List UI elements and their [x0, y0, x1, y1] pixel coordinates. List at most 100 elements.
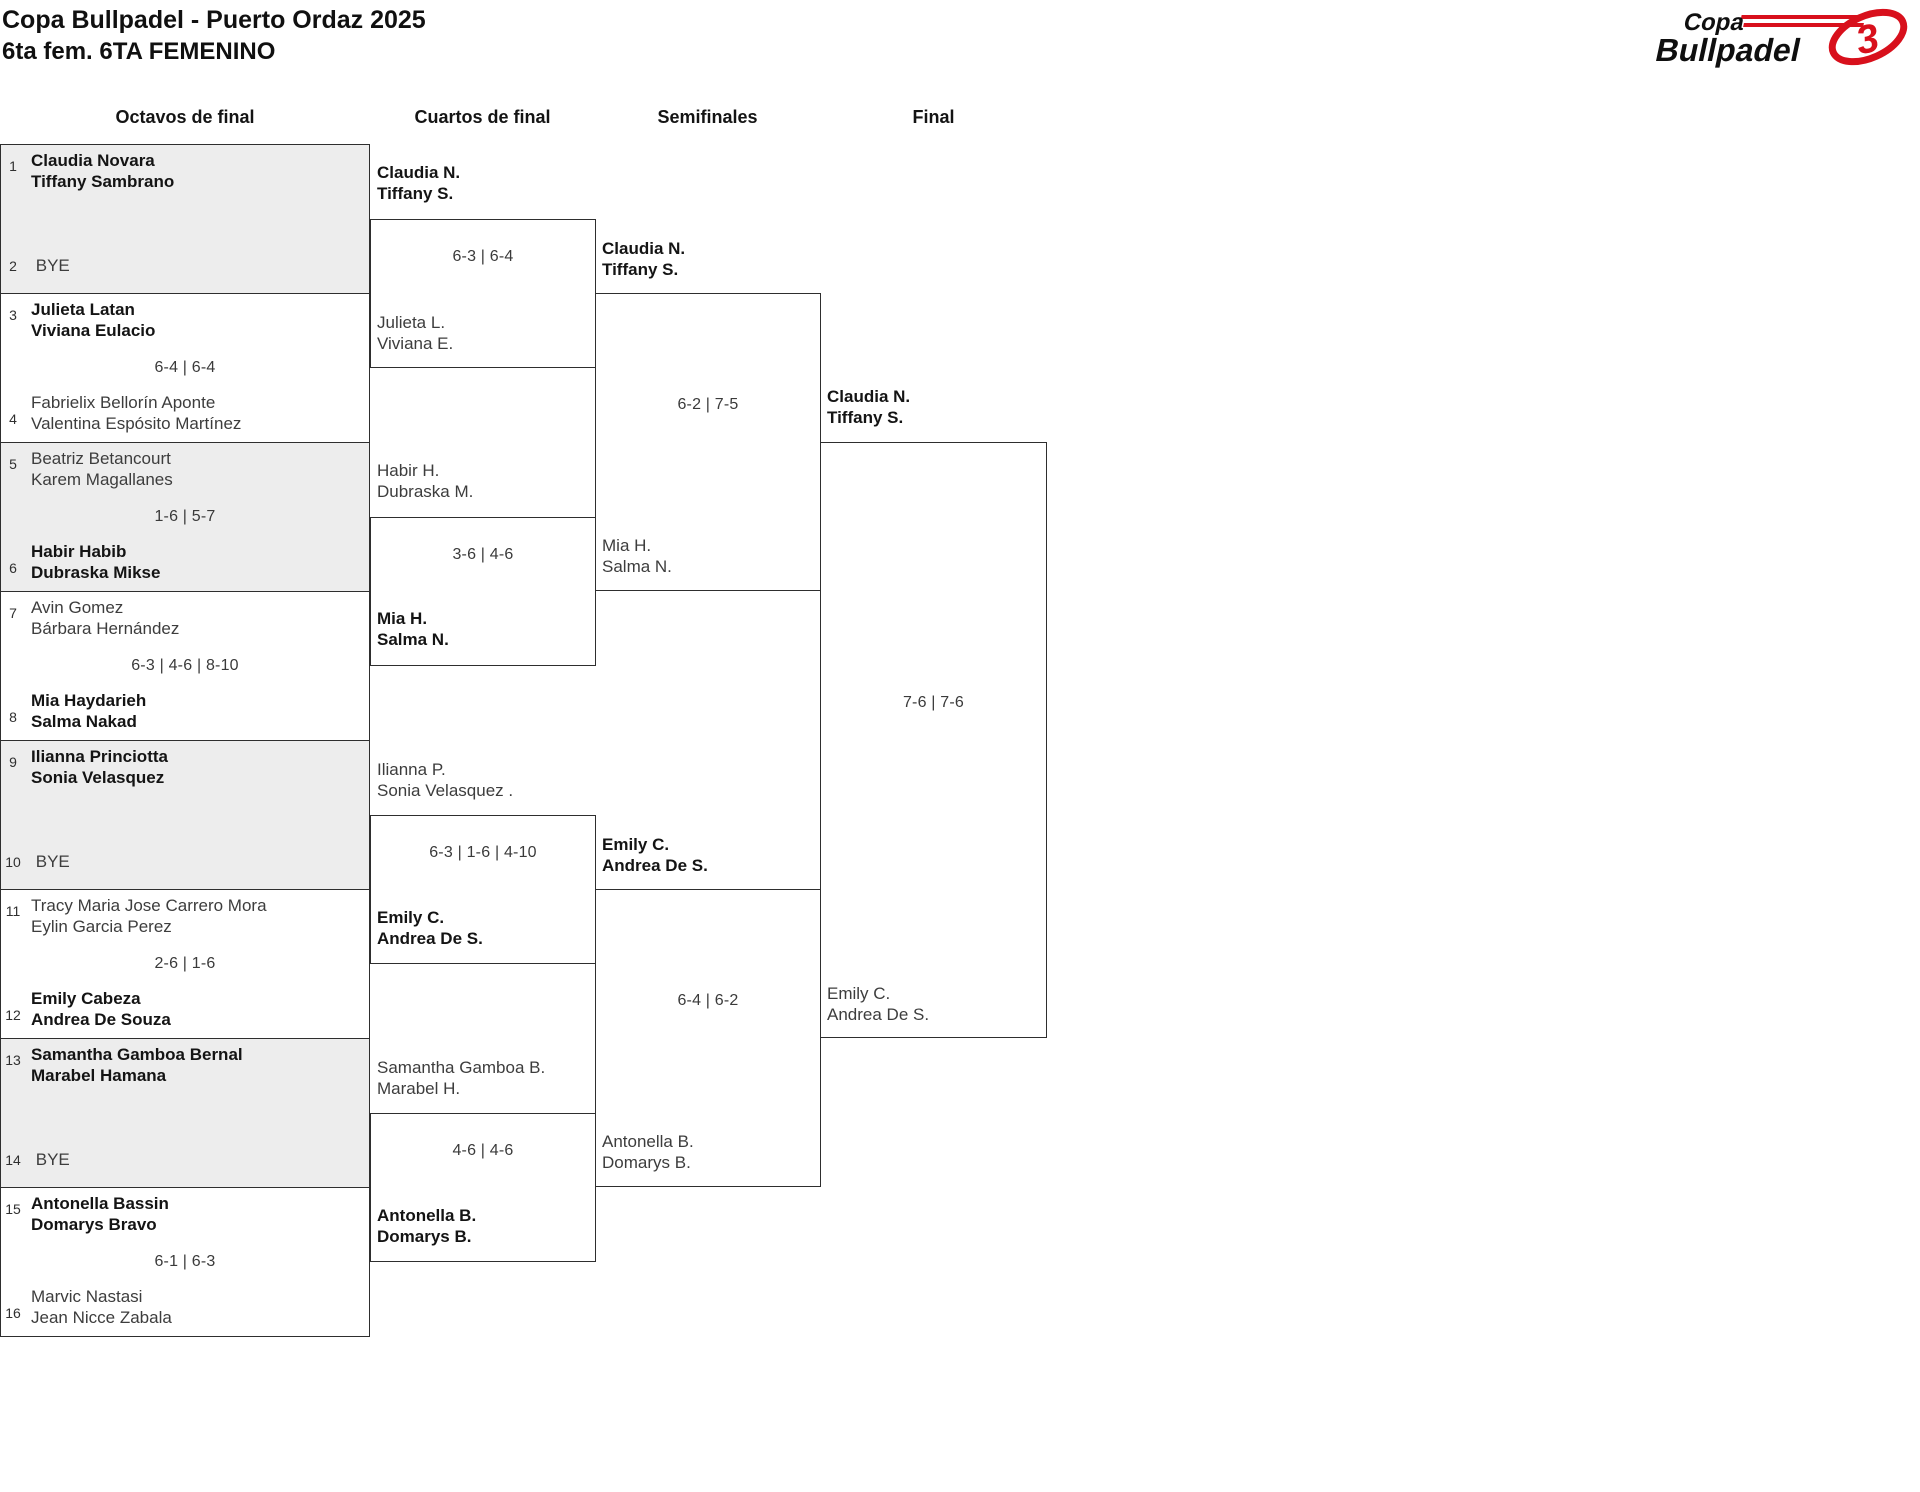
team-player-1: Antonella B. — [377, 1206, 477, 1225]
round-header-final: Final — [912, 107, 955, 127]
seed-number: 6 — [9, 560, 17, 576]
seed-number: 5 — [9, 456, 17, 472]
team-player-2: Viviana E. — [377, 334, 454, 353]
round-header-cuartos: Cuartos de final — [414, 107, 551, 127]
logo-graphic: Copa Bullpadel 3 — [1652, 8, 1908, 68]
seed-number: 15 — [5, 1201, 21, 1217]
finalist-team-label: Claudia N. Tiffany S. — [827, 386, 910, 428]
team-player-1: Claudia N. — [602, 239, 686, 258]
team-names: Antonella Bassin Domarys Bravo — [31, 1193, 169, 1235]
seed-number: 8 — [9, 709, 17, 725]
advancing-team-label: Ilianna P. Sonia Velasquez . — [377, 759, 513, 801]
advancing-team-label: Samantha Gamboa B. Marabel H. — [377, 1057, 545, 1099]
logo-emblem — [1828, 8, 1908, 66]
team-names: Samantha Gamboa Bernal Marabel Hamana — [31, 1044, 243, 1086]
team-player-1: Beatriz Betancourt — [31, 449, 171, 468]
advancing-team-label: Claudia N. Tiffany S. — [602, 238, 685, 280]
advancing-team-label: Emily C. Andrea De S. — [602, 834, 708, 876]
team-player-1: Emily C. — [377, 908, 445, 927]
seed-number: 4 — [9, 411, 17, 427]
bye-label: BYE — [35, 1150, 70, 1169]
quarterfinal-match-2: 3-6 | 4-6 — [370, 517, 596, 666]
team-player-1: Julieta L. — [377, 313, 446, 332]
seed-number: 7 — [9, 605, 17, 621]
bye-label: BYE — [35, 256, 70, 275]
match-score: 6-1 | 6-3 — [154, 1253, 216, 1270]
seed-number: 2 — [9, 258, 17, 274]
team-player-2: Domarys Bravo — [31, 1215, 157, 1234]
team-player-1: Antonella B. — [602, 1132, 694, 1151]
team-player-1: Mia Haydarieh — [31, 691, 147, 710]
match-score: 6-3 | 6-4 — [452, 247, 514, 265]
team-player-1: Antonella Bassin — [31, 1194, 169, 1213]
team-player-1: Fabrielix Bellorín Aponte — [31, 393, 216, 412]
match-score: 3-6 | 4-6 — [452, 545, 514, 563]
octavos-match-5: 9 Ilianna Princiotta Sonia Velasquez 10 … — [0, 740, 370, 890]
team-player-1: Marvic Nastasi — [31, 1287, 143, 1306]
octavos-match-2: 3 Julieta Latan Viviana Eulacio 6-4 | 6-… — [0, 293, 370, 443]
team-player-2: Dubraska Mikse — [31, 563, 161, 582]
team-player-2: Sonia Velasquez — [31, 768, 165, 787]
team-player-1: Claudia N. — [827, 387, 911, 406]
team-player-2: Andrea De Souza — [31, 1010, 171, 1029]
seed-number: 16 — [5, 1305, 21, 1321]
team-player-2: Tiffany S. — [602, 260, 679, 279]
match-score: 6-4 | 6-2 — [677, 992, 739, 1009]
seed-number: 12 — [5, 1007, 21, 1023]
team-player-2: Salma N. — [602, 557, 672, 576]
page-header: Copa Bullpadel - Puerto Ordaz 2025 6ta f… — [2, 5, 426, 67]
category-subtitle: 6ta fem. 6TA FEMENINO — [2, 38, 276, 65]
team-player-2: Eylin Garcia Perez — [31, 917, 172, 936]
octavos-match-3: 5 Beatriz Betancourt Karem Magallanes 1-… — [0, 442, 370, 592]
team-names: Marvic Nastasi Jean Nicce Zabala — [31, 1286, 172, 1328]
advancing-team-label: Antonella B. Domarys B. — [602, 1131, 694, 1173]
seed-number: 1 — [9, 158, 17, 174]
team-player-1: Mia H. — [377, 609, 428, 628]
team-player-2: Dubraska M. — [377, 482, 474, 501]
team-player-1: Emily C. — [827, 984, 891, 1003]
team-player-2: Salma N. — [377, 630, 449, 649]
team-names: Julieta Latan Viviana Eulacio — [31, 299, 155, 341]
round-header-octavos: Octavos de final — [115, 107, 255, 127]
octavos-match-7: 13 Samantha Gamboa Bernal Marabel Hamana… — [0, 1038, 370, 1188]
bye-row: 2 BYE — [1, 255, 369, 277]
team-player-1: Emily Cabeza — [31, 989, 141, 1008]
team-player-2: Domarys B. — [377, 1227, 472, 1246]
quarterfinal-match-4: 4-6 | 4-6 — [370, 1113, 596, 1262]
advancing-team-label: Mia H. Salma N. — [377, 608, 449, 650]
bye-row: 10 BYE — [1, 851, 369, 873]
octavos-match-1: 1 Claudia Novara Tiffany Sambrano 2 BYE — [0, 144, 370, 294]
seed-number: 13 — [5, 1052, 21, 1068]
finalist-team-label: Emily C. Andrea De S. — [827, 983, 929, 1025]
team-player-1: Emily C. — [602, 835, 670, 854]
team-player-1: Tracy Maria Jose Carrero Mora — [31, 896, 267, 915]
team-player-1: Mia H. — [602, 536, 652, 555]
team-player-1: Claudia Novara — [31, 151, 155, 170]
seed-number: 3 — [9, 307, 17, 323]
team-player-2: Andrea De S. — [827, 1005, 930, 1024]
advancing-team-label: Claudia N. Tiffany S. — [377, 162, 460, 204]
team-player-2: Tiffany S. — [377, 184, 454, 203]
match-score: 6-2 | 7-5 — [677, 396, 739, 413]
team-names: Mia Haydarieh Salma Nakad — [31, 690, 146, 732]
team-names: Tracy Maria Jose Carrero Mora Eylin Garc… — [31, 895, 267, 937]
team-names: Emily Cabeza Andrea De Souza — [31, 988, 171, 1030]
team-player-1: Avin Gomez — [31, 598, 124, 617]
advancing-team-label: Julieta L. Viviana E. — [377, 312, 453, 354]
seed-number: 14 — [5, 1152, 21, 1168]
copa-bullpadel-logo: Copa Bullpadel 3 — [1652, 4, 1910, 74]
final-match: 7-6 | 7-6 — [820, 442, 1047, 1038]
team-names: Claudia Novara Tiffany Sambrano — [31, 150, 174, 192]
round-header-semifinales: Semifinales — [657, 107, 758, 127]
octavos-match-8: 15 Antonella Bassin Domarys Bravo 6-1 | … — [0, 1187, 370, 1337]
team-player-2: Sonia Velasquez . — [377, 781, 514, 800]
seed-number: 9 — [9, 754, 17, 770]
advancing-team-label: Emily C. Andrea De S. — [377, 907, 483, 949]
team-names: Avin Gomez Bárbara Hernández — [31, 597, 179, 639]
page-title: Copa Bullpadel - Puerto Ordaz 2025 — [2, 6, 426, 34]
octavos-match-6: 11 Tracy Maria Jose Carrero Mora Eylin G… — [0, 889, 370, 1039]
semifinal-match-2: 6-4 | 6-2 — [595, 889, 821, 1187]
logo-text-copa: Copa — [1681, 9, 1747, 36]
team-player-2: Bárbara Hernández — [31, 619, 180, 638]
